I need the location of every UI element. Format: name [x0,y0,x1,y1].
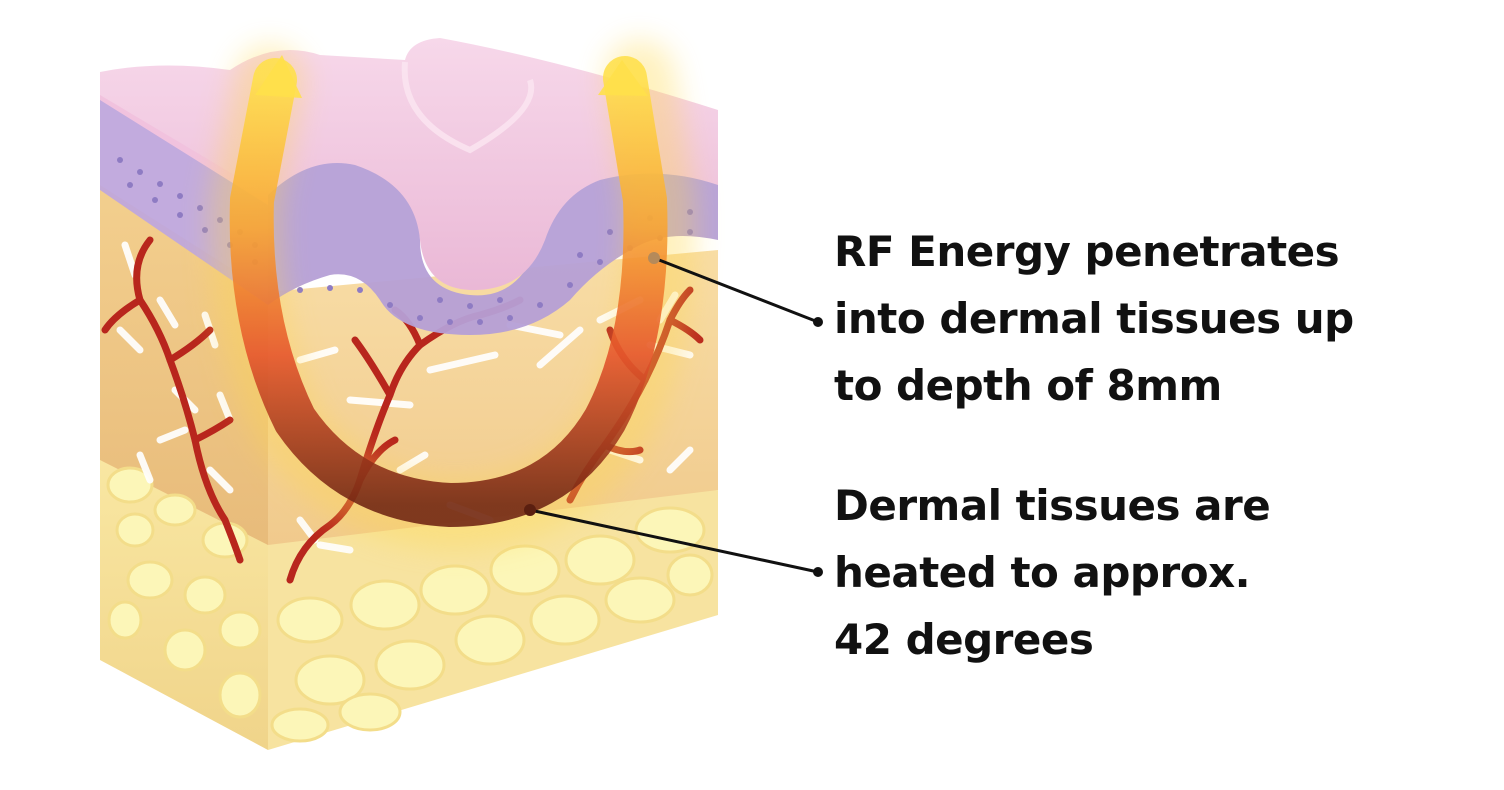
dermal-heat-label-line-1: Dermal tissues are [834,481,1271,530]
fat-cells [106,466,714,743]
skin-fold-ridge [401,61,535,154]
leader-dot-heat-start [524,504,536,516]
dermal-heat-label-line-2: heated to approx. [834,548,1251,597]
epidermis-side-band [268,160,718,335]
rf-energy-label: RF Energy penetrates into dermal tissues… [834,218,1354,419]
rf-energy-band [229,56,668,528]
dermal-heat-label: Dermal tissues are heated to approx. 42 … [834,472,1271,673]
rf-energy-label-line-1: RF Energy penetrates [834,227,1340,276]
leader-dot-heat-end [813,567,823,577]
rf-energy-label-line-3: to depth of 8mm [834,361,1222,410]
rf-arrow-right [598,60,648,96]
rf-arrow-left [255,55,302,98]
rf-energy-label-line-2: into dermal tissues up [834,294,1354,343]
rf-energy-arc [209,40,696,551]
dermal-heat-label-line-3: 42 degrees [834,615,1094,664]
leader-line-heat [529,508,819,574]
leader-lines [529,256,819,574]
leader-dot-rf-start [648,252,660,264]
leader-line-rf [653,256,819,324]
leader-dot-rf-end [813,317,823,327]
